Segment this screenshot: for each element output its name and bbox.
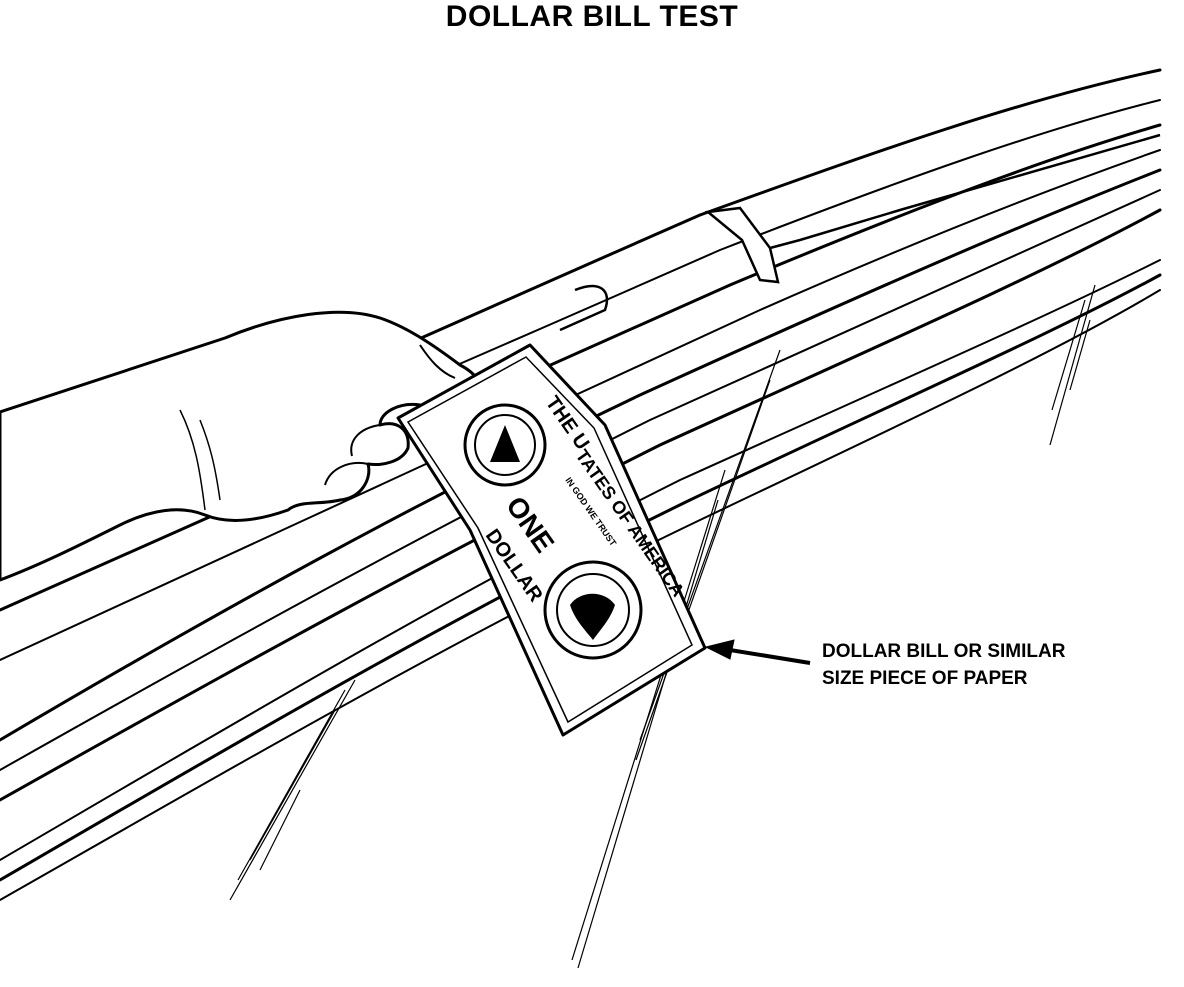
bill-inner-border xyxy=(406,356,693,724)
callout-label: DOLLAR BILL OR SIMILAR SIZE PIECE OF PAP… xyxy=(822,638,1065,692)
callout-arrow xyxy=(704,639,811,665)
glass-reflections xyxy=(229,284,1096,969)
trim-joint xyxy=(559,133,1161,332)
dollar-bill: THE U TATES OF AMERICA IN GOD WE TRUST O… xyxy=(396,343,707,737)
callout-label-line-2: SIZE PIECE OF PAPER xyxy=(822,668,1028,689)
pyramid-icon xyxy=(490,425,520,462)
diagram-title: DOLLAR BILL TEST xyxy=(445,0,739,33)
eagle-icon xyxy=(570,593,615,640)
callout-label-line-1: DOLLAR BILL OR SIMILAR xyxy=(822,641,1066,662)
hand xyxy=(0,310,486,582)
